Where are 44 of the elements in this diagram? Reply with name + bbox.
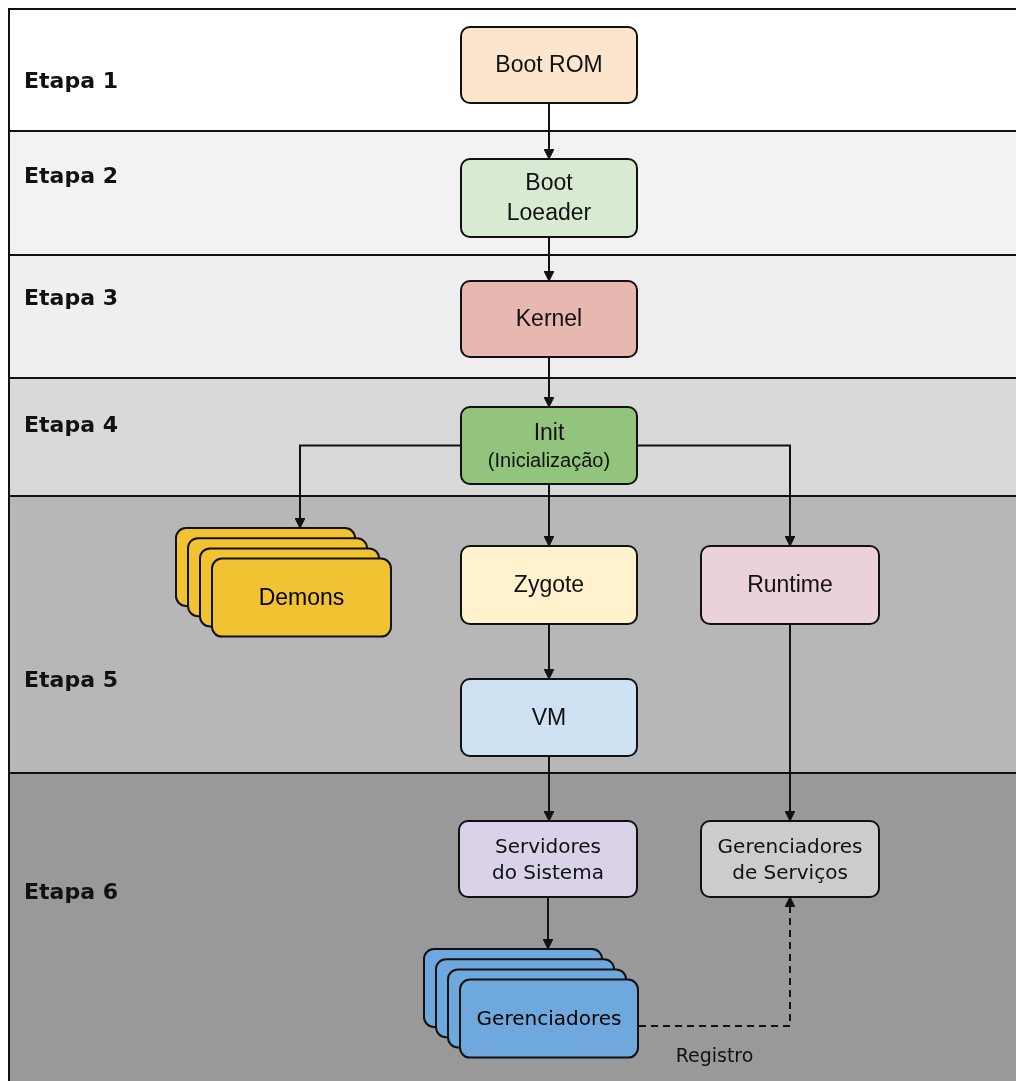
stage-band — [8, 772, 1016, 1081]
arrow — [543, 624, 555, 680]
process-box — [700, 820, 880, 898]
node-label: Servidores do Sistema — [491, 833, 605, 885]
node-label: Boot Loeader — [505, 168, 593, 227]
node-label: Gerenciadores — [476, 1005, 622, 1033]
node-label: Init — [532, 417, 566, 447]
arrow — [543, 103, 555, 160]
process-box — [460, 26, 638, 104]
node-label: Zygote — [512, 570, 586, 600]
stage-label: Etapa 3 — [24, 285, 118, 310]
arrow — [543, 484, 555, 547]
process-box — [460, 678, 638, 757]
arrow — [637, 444, 796, 547]
stage-band — [8, 254, 1016, 377]
node-label: VM — [530, 702, 568, 732]
stage-label: Etapa 5 — [24, 667, 118, 692]
node-label: (Inicialização) — [486, 448, 612, 474]
stage-label: Etapa 4 — [24, 412, 118, 437]
arrow — [294, 444, 461, 529]
node-label: Gerenciadores de Serviços — [716, 833, 864, 885]
stage-label: Etapa 6 — [24, 879, 118, 904]
node-label: Runtime — [746, 570, 834, 600]
arrow — [543, 756, 555, 822]
process-box — [458, 820, 638, 898]
stage-label: Etapa 1 — [24, 68, 118, 93]
process-box — [460, 406, 638, 485]
arrow — [543, 237, 555, 282]
dashed-arrow — [638, 896, 796, 1027]
stage-band — [8, 377, 1016, 495]
stage-band — [8, 495, 1016, 772]
arrow — [542, 897, 554, 950]
arrow — [543, 357, 555, 408]
arrow — [784, 624, 796, 822]
process-box — [460, 158, 638, 238]
stage-band — [8, 8, 1016, 130]
process-box — [460, 280, 638, 358]
process-box — [460, 545, 638, 625]
node-label: Kernel — [514, 304, 584, 334]
node-label: Boot ROM — [494, 50, 604, 80]
process-box — [700, 545, 880, 625]
stage-label: Etapa 2 — [24, 163, 118, 188]
node-label: Demons — [258, 583, 345, 613]
stage-band — [8, 130, 1016, 254]
